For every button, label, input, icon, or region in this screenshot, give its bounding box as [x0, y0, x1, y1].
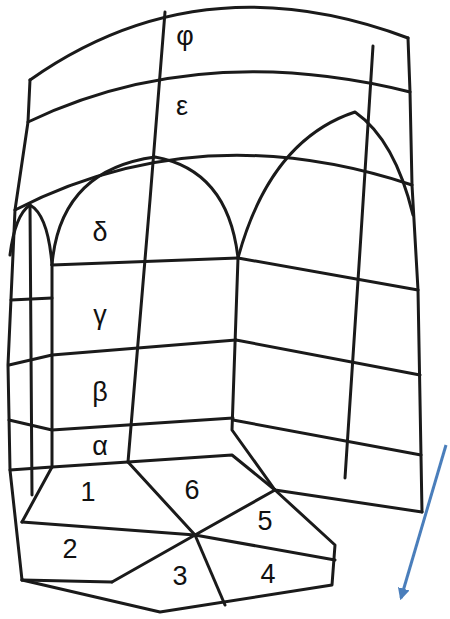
- wall-line: [10, 467, 52, 470]
- wall-line: [22, 467, 52, 522]
- wall-line: [52, 340, 236, 355]
- zone-label: 4: [260, 561, 275, 588]
- zone-label: 5: [257, 508, 272, 535]
- pointer-arrow: [401, 445, 446, 598]
- zone-label: 6: [184, 477, 199, 504]
- rib-line: [345, 46, 373, 478]
- band-arc: [28, 72, 410, 122]
- floor-line: [195, 535, 335, 560]
- left-outline: [8, 80, 30, 580]
- wall-line: [11, 298, 52, 300]
- wall-line: [30, 205, 32, 495]
- zone-label: γ: [93, 302, 107, 329]
- band-arc: [15, 155, 412, 210]
- wall-line: [9, 355, 52, 365]
- zone-label: α: [92, 433, 108, 460]
- wall-line: [9, 420, 52, 430]
- zone-label: φ: [176, 23, 194, 50]
- zone-label: 1: [80, 479, 95, 506]
- wall-line: [233, 420, 421, 455]
- zone-label: 3: [172, 563, 187, 590]
- wall-line: [238, 258, 418, 290]
- floor-line: [195, 535, 225, 605]
- floor-line: [22, 522, 195, 535]
- wall-line: [52, 258, 238, 265]
- floor-line: [22, 580, 112, 582]
- pointed-arch: [238, 112, 413, 258]
- floor-line: [195, 490, 275, 535]
- zone-label: β: [92, 379, 108, 406]
- pointed-arch: [52, 157, 238, 265]
- floor-outline: [22, 490, 335, 612]
- vault-top-arc: [30, 7, 408, 80]
- zone-label: ε: [176, 93, 188, 120]
- wall-line: [52, 418, 233, 430]
- wall-line: [232, 258, 275, 490]
- wall-line: [51, 265, 54, 467]
- zone-label: 2: [62, 536, 77, 563]
- wall-line: [236, 340, 420, 375]
- right-outline: [408, 38, 422, 512]
- zone-label: δ: [92, 219, 107, 246]
- rib-line: [128, 12, 165, 462]
